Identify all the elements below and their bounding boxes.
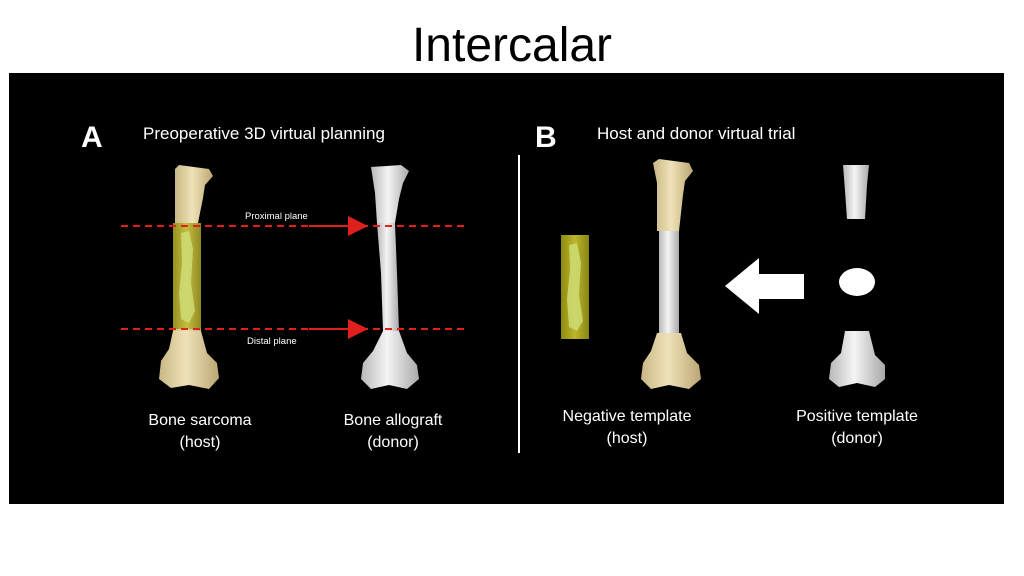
panel-b-heading: Host and donor virtual trial: [597, 124, 795, 143]
donor-caption-line1: Bone allograft: [344, 412, 443, 429]
slide-title: Intercalar: [411, 19, 613, 72]
distal-plane-label: Distal plane: [247, 336, 297, 347]
positive-caption-line1: Positive template: [796, 408, 918, 425]
allograft-femur: [361, 165, 419, 389]
host-caption-line1: Bone sarcoma: [148, 412, 251, 429]
donor-caption-line2: (donor): [367, 434, 419, 451]
proximal-plane-label: Proximal plane: [245, 211, 308, 222]
resected-tumor-segment: [561, 235, 589, 339]
transfer-arrow: [725, 258, 804, 314]
figure-panel: A Preoperative 3D virtual planning Proxi…: [9, 73, 1004, 504]
host-caption-line2: (host): [180, 434, 221, 451]
negative-caption-line1: Negative template: [563, 408, 692, 425]
host-femur: [159, 165, 219, 389]
panel-a-letter: A: [81, 121, 103, 154]
panel-b-letter: B: [535, 121, 557, 154]
positive-template-pieces: [829, 165, 885, 387]
donor-middle-piece: [839, 268, 875, 296]
negative-template-femur: [641, 159, 701, 389]
positive-caption-line2: (donor): [831, 430, 883, 447]
panel-a-heading: Preoperative 3D virtual planning: [143, 124, 385, 143]
donor-proximal-piece: [843, 165, 869, 219]
donor-distal-piece: [829, 331, 885, 387]
negative-caption-line2: (host): [607, 430, 648, 447]
figure-svg: A Preoperative 3D virtual planning Proxi…: [81, 121, 918, 453]
